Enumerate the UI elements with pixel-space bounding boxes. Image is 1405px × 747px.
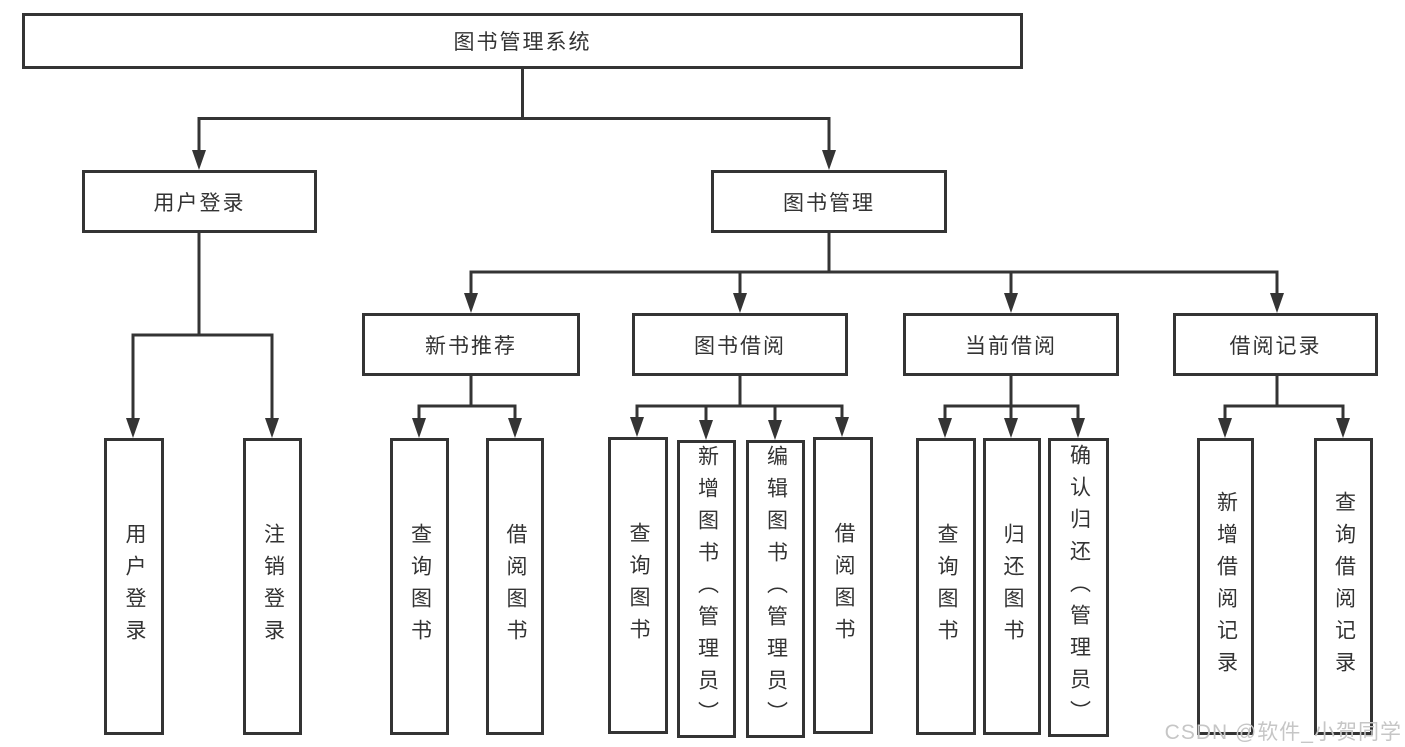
vertical-label: 借阅图书 <box>832 521 855 650</box>
node-book-borrowing: 图书借阅 <box>632 313 848 376</box>
node-user-login-leaf: 用户登录 <box>104 438 164 735</box>
node-query-books-borrowing: 查询图书 <box>608 437 668 734</box>
node-query-borrow-record: 查询借阅记录 <box>1314 438 1373 735</box>
node-logout: 注销登录 <box>243 438 302 735</box>
node-new-book-recommend: 新书推荐 <box>362 313 580 376</box>
node-user-login: 用户登录 <box>82 170 317 233</box>
node-current-borrowing: 当前借阅 <box>903 313 1119 376</box>
vertical-label: 确认归还（管理员） <box>1067 443 1091 732</box>
vertical-label: 新增图书（管理员） <box>695 445 719 733</box>
node-borrowing-records: 借阅记录 <box>1173 313 1378 376</box>
node-edit-books-admin: 编辑图书（管理员） <box>746 440 805 738</box>
node-book-management: 图书管理 <box>711 170 947 233</box>
vertical-label: 用户登录 <box>123 522 146 651</box>
vertical-label: 注销登录 <box>261 522 285 651</box>
vertical-label: 归还图书 <box>1001 522 1024 651</box>
node-query-books-current: 查询图书 <box>916 438 976 735</box>
vertical-label: 查询图书 <box>627 521 650 650</box>
node-borrow-books-recommend: 借阅图书 <box>486 438 544 735</box>
node-borrow-books: 借阅图书 <box>813 437 873 734</box>
node-return-books: 归还图书 <box>983 438 1041 735</box>
node-add-books-admin: 新增图书（管理员） <box>677 440 736 738</box>
vertical-label: 查询借阅记录 <box>1332 490 1356 683</box>
vertical-label: 查询图书 <box>935 522 958 651</box>
node-confirm-return-admin: 确认归还（管理员） <box>1048 438 1109 737</box>
node-add-borrow-record: 新增借阅记录 <box>1197 438 1254 735</box>
csdn-watermark: CSDN @软件_小贺同学 <box>1164 721 1402 744</box>
node-query-books-recommend: 查询图书 <box>390 438 449 735</box>
vertical-label: 借阅图书 <box>504 522 527 651</box>
vertical-label: 编辑图书（管理员） <box>764 445 788 733</box>
vertical-label: 查询图书 <box>408 522 432 651</box>
node-library-management-system: 图书管理系统 <box>22 13 1023 69</box>
vertical-label: 新增借阅记录 <box>1214 490 1238 683</box>
